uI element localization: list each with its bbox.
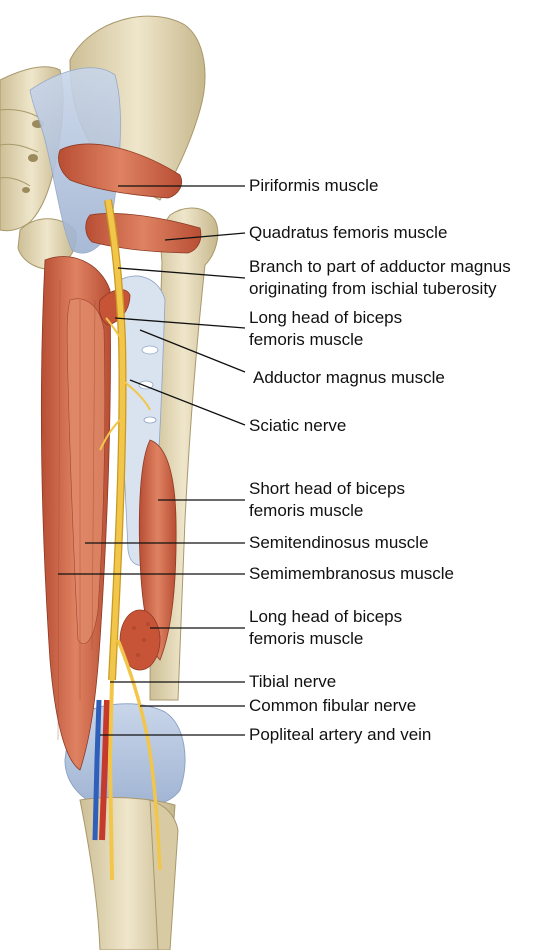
tibial-nerve-shape <box>107 679 114 881</box>
label-branch-adductor-magnus: Branch to part of adductor magnus origin… <box>249 256 511 300</box>
label-short-head-biceps-line-2: femoris muscle <box>249 501 364 520</box>
label-sciatic-nerve-line-1: Sciatic nerve <box>249 416 347 435</box>
label-semimembranosus-line-1: Semimembranosus muscle <box>249 564 455 583</box>
label-quadratus-femoris: Quadratus femoris muscle <box>249 222 447 244</box>
adductor-hiatus-gaps <box>138 345 159 424</box>
popliteal-artery-shape <box>99 699 110 841</box>
leader-line-branch-adductor-magnus <box>117 267 246 279</box>
label-semitendinosus: Semitendinosus muscle <box>249 532 429 554</box>
label-long-head-biceps-upper-line-1: Long head of biceps <box>249 308 403 327</box>
semitendinosus-shape <box>66 298 106 645</box>
popliteal-vein-shape <box>92 699 102 841</box>
label-tibial-nerve-line-1: Tibial nerve <box>249 672 337 691</box>
label-common-fibular-nerve: Common fibular nerve <box>249 695 416 717</box>
label-sciatic-nerve: Sciatic nerve <box>249 415 346 437</box>
leader-line-sciatic-nerve <box>129 379 246 426</box>
label-popliteal-vessels-line-1: Popliteal artery and vein <box>249 725 432 744</box>
label-short-head-biceps: Short head of biceps femoris muscle <box>249 478 405 522</box>
label-piriformis-line-1: Piriformis muscle <box>249 176 379 195</box>
long-head-biceps-lower-shape <box>119 609 161 671</box>
label-long-head-biceps-lower-line-2: femoris muscle <box>249 629 364 648</box>
label-semimembranosus: Semimembranosus muscle <box>249 563 454 585</box>
leader-line-long-head-biceps-upper <box>114 317 246 329</box>
label-common-fibular-nerve-line-1: Common fibular nerve <box>249 696 417 715</box>
leader-line-quadratus-femoris <box>164 232 246 241</box>
label-tibial-nerve: Tibial nerve <box>249 671 336 693</box>
label-branch-adductor-magnus-line-2: originating from ischial tuberosity <box>249 279 497 298</box>
label-long-head-biceps-upper-line-2: femoris muscle <box>249 330 364 349</box>
label-long-head-biceps-lower: Long head of biceps femoris muscle <box>249 606 402 650</box>
label-branch-adductor-magnus-line-1: Branch to part of adductor magnus <box>249 257 511 276</box>
label-adductor-magnus-line-1: Adductor magnus muscle <box>253 368 445 387</box>
short-head-biceps-shape <box>138 439 177 661</box>
label-long-head-biceps-upper: Long head of biceps femoris muscle <box>249 307 402 351</box>
common-fibular-nerve-shape <box>116 639 162 871</box>
label-piriformis: Piriformis muscle <box>249 175 378 197</box>
label-short-head-biceps-line-1: Short head of biceps <box>249 479 405 498</box>
label-semitendinosus-line-1: Semitendinosus muscle <box>249 533 429 552</box>
label-popliteal-vessels: Popliteal artery and vein <box>249 724 431 746</box>
piriformis-shape <box>58 143 183 199</box>
label-long-head-biceps-lower-line-1: Long head of biceps <box>249 607 403 626</box>
label-adductor-magnus: Adductor magnus muscle <box>253 367 445 389</box>
label-quadratus-femoris-line-1: Quadratus femoris muscle <box>249 223 448 242</box>
leader-lines <box>58 185 246 736</box>
leader-line-adductor-magnus <box>139 329 246 373</box>
